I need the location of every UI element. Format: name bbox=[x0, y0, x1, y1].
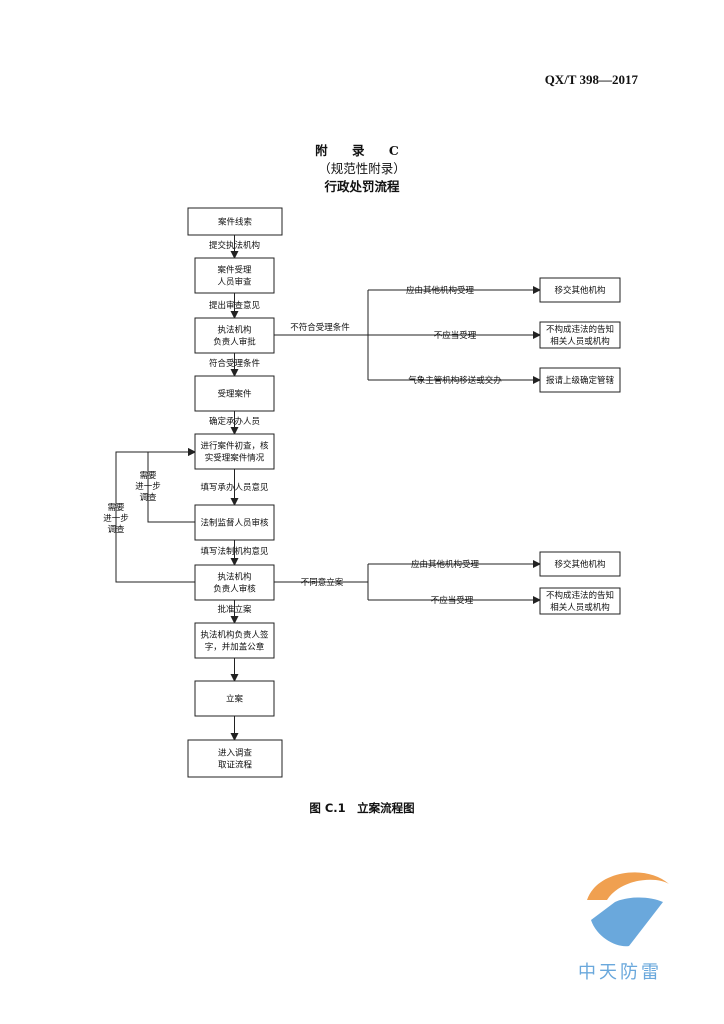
flow-node-label: 执法机构 bbox=[217, 325, 251, 336]
flow-node-n9: 立案 bbox=[194, 680, 275, 717]
edge-label-b2: 不同意立案 bbox=[301, 577, 344, 588]
appendix-title: 附 录 C bbox=[315, 143, 409, 158]
standard-code: QX/T 398—2017 bbox=[544, 72, 638, 87]
flow-node-label: 执法机构 bbox=[217, 572, 251, 583]
flow-node-label: 进行案件初查，核 bbox=[200, 441, 269, 452]
flow-node-label: 字，并加盖公章 bbox=[205, 642, 265, 653]
edge-label-e3: 符合受理条件 bbox=[209, 358, 261, 369]
watermark-logo-icon bbox=[587, 872, 669, 947]
edge-label-loop1: 需要 bbox=[139, 471, 157, 481]
flow-node-n4: 受理案件 bbox=[194, 375, 275, 412]
flow-node-label: 执法机构负责人签 bbox=[200, 630, 269, 641]
watermark-text: 中天防雷 bbox=[578, 962, 662, 983]
edge-label-b1c: 气象主管机构移送或交办 bbox=[408, 375, 502, 386]
edge-label-e1: 提交执法机构 bbox=[209, 240, 260, 251]
flow-node-label: 立案 bbox=[226, 694, 244, 705]
flow-node-label: 移交其他机构 bbox=[554, 559, 605, 570]
edge-label-e5: 填写承办人员意见 bbox=[200, 482, 269, 493]
flow-node-n6: 法制监督人员审核 bbox=[194, 504, 275, 541]
edge-label-loop2: 进一步 bbox=[103, 514, 129, 524]
edge-label-loop2: 需要 bbox=[107, 503, 125, 513]
edge-label-loop2: 调查 bbox=[107, 524, 125, 535]
flow-node-label: 负责人审核 bbox=[213, 584, 256, 595]
loop-edge bbox=[115, 448, 196, 583]
flow-node-r3: 报请上级确定管辖 bbox=[539, 367, 621, 393]
flow-node-label: 人员审查 bbox=[217, 277, 252, 288]
edge-label-b1b: 不应当受理 bbox=[434, 330, 477, 341]
flow-node-label: 相关人员或机构 bbox=[550, 602, 610, 613]
flow-node-label: 不构成违法的告知 bbox=[546, 590, 614, 601]
flow-node-label: 进入调查 bbox=[218, 748, 253, 759]
edge-label-e7: 批准立案 bbox=[217, 604, 252, 615]
flow-node-label: 取证流程 bbox=[218, 760, 253, 771]
flow-node-label: 报请上级确定管辖 bbox=[546, 375, 615, 386]
flow-node-r1: 移交其他机构 bbox=[539, 277, 621, 303]
flow-node-label: 受理案件 bbox=[217, 389, 252, 400]
flow-node-label: 不构成违法的告知 bbox=[546, 324, 614, 335]
flow-node-label: 负责人审批 bbox=[213, 337, 256, 348]
edge-label-loop1: 进一步 bbox=[135, 482, 161, 492]
flow-node-n1: 案件线索 bbox=[187, 207, 283, 236]
appendix-subtitle: 行政处罚流程 bbox=[324, 179, 400, 194]
flow-node-label: 实受理案件情况 bbox=[205, 453, 265, 464]
edge-label-b1a: 应由其他机构受理 bbox=[406, 285, 475, 296]
edge-label-b2b: 不应当受理 bbox=[431, 595, 474, 606]
flow-node-r4: 移交其他机构 bbox=[539, 551, 621, 577]
flow-node-label: 移交其他机构 bbox=[554, 285, 605, 296]
edge-label-loop1: 调查 bbox=[139, 492, 157, 503]
flow-node-label: 案件线索 bbox=[218, 217, 252, 228]
edge-label-e6: 填写法制机构意见 bbox=[200, 546, 269, 557]
edge-label-e4: 确定承办人员 bbox=[209, 416, 260, 427]
appendix-type: （规范性附录） bbox=[318, 161, 406, 176]
flow-node-label: 相关人员或机构 bbox=[550, 336, 610, 347]
edge-label-e2: 提出审查意见 bbox=[209, 300, 261, 311]
edge-label-b1: 不符合受理条件 bbox=[290, 322, 350, 333]
edge-label-b2a: 应由其他机构受理 bbox=[411, 559, 480, 570]
figure-caption: 图 C.1 立案流程图 bbox=[309, 801, 415, 815]
flow-node-label: 法制监督人员审核 bbox=[200, 518, 269, 529]
flow-node-label: 案件受理 bbox=[217, 265, 252, 276]
